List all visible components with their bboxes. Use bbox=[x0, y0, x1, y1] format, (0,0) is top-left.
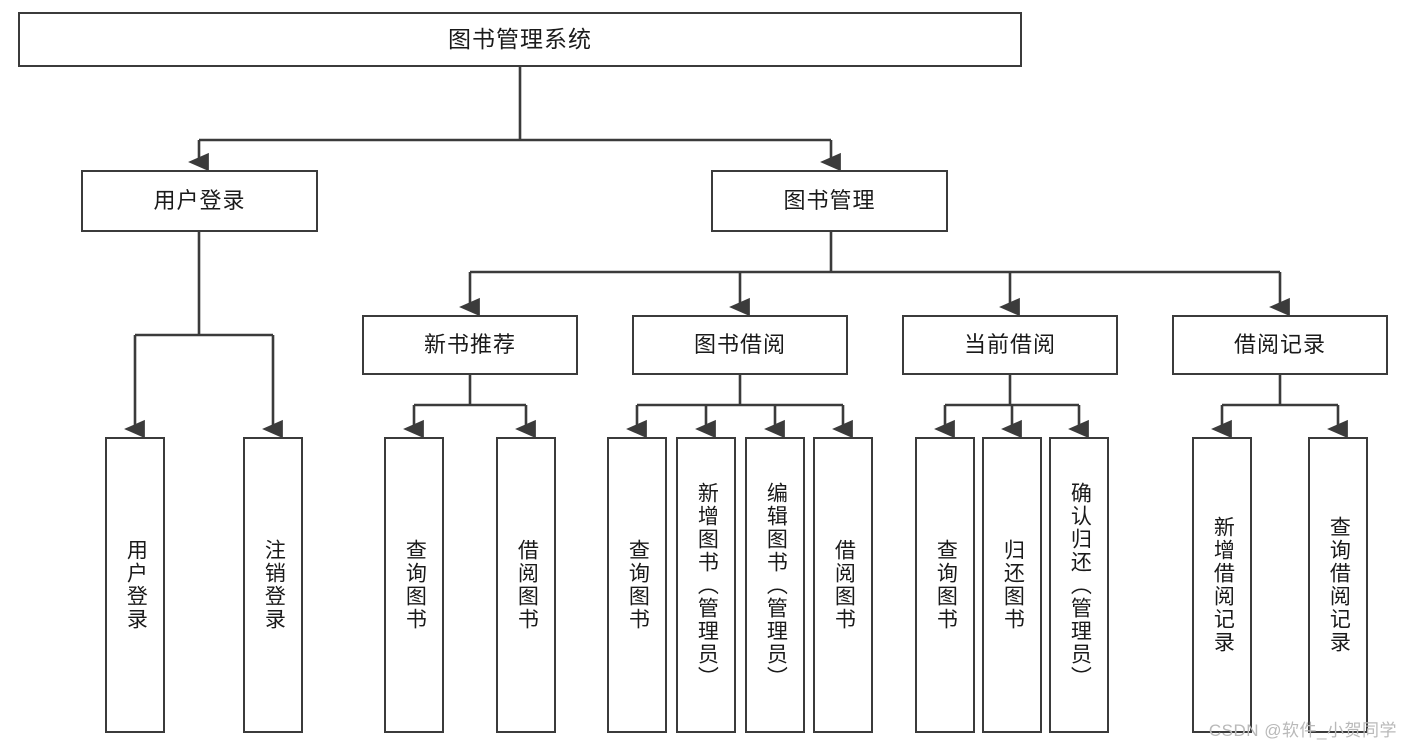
node-new-book-recommend[interactable]: 新书推荐 bbox=[362, 315, 578, 375]
node-user-login[interactable]: 用户登录 bbox=[81, 170, 318, 232]
node-leaf-edit-book[interactable]: 编辑图书（管理员） bbox=[745, 437, 805, 733]
node-root[interactable]: 图书管理系统 bbox=[18, 12, 1022, 67]
node-book-manage[interactable]: 图书管理 bbox=[711, 170, 948, 232]
node-leaf-borrow-book-2[interactable]: 借阅图书 bbox=[813, 437, 873, 733]
node-leaf-add-record[interactable]: 新增借阅记录 bbox=[1192, 437, 1252, 733]
node-book-borrow[interactable]: 图书借阅 bbox=[632, 315, 848, 375]
node-leaf-query-book-3[interactable]: 查询图书 bbox=[915, 437, 975, 733]
node-current-borrow[interactable]: 当前借阅 bbox=[902, 315, 1118, 375]
node-leaf-add-book[interactable]: 新增图书（管理员） bbox=[676, 437, 736, 733]
watermark-text: CSDN @软件_小贺同学 bbox=[1208, 721, 1397, 740]
node-leaf-query-book-1[interactable]: 查询图书 bbox=[384, 437, 444, 733]
node-leaf-borrow-book-1[interactable]: 借阅图书 bbox=[496, 437, 556, 733]
node-leaf-query-record[interactable]: 查询借阅记录 bbox=[1308, 437, 1368, 733]
node-leaf-confirm-return[interactable]: 确认归还（管理员） bbox=[1049, 437, 1109, 733]
node-leaf-return-book[interactable]: 归还图书 bbox=[982, 437, 1042, 733]
node-leaf-user-logout[interactable]: 注销登录 bbox=[243, 437, 303, 733]
node-leaf-query-book-2[interactable]: 查询图书 bbox=[607, 437, 667, 733]
node-leaf-user-login[interactable]: 用户登录 bbox=[105, 437, 165, 733]
node-borrow-record[interactable]: 借阅记录 bbox=[1172, 315, 1388, 375]
